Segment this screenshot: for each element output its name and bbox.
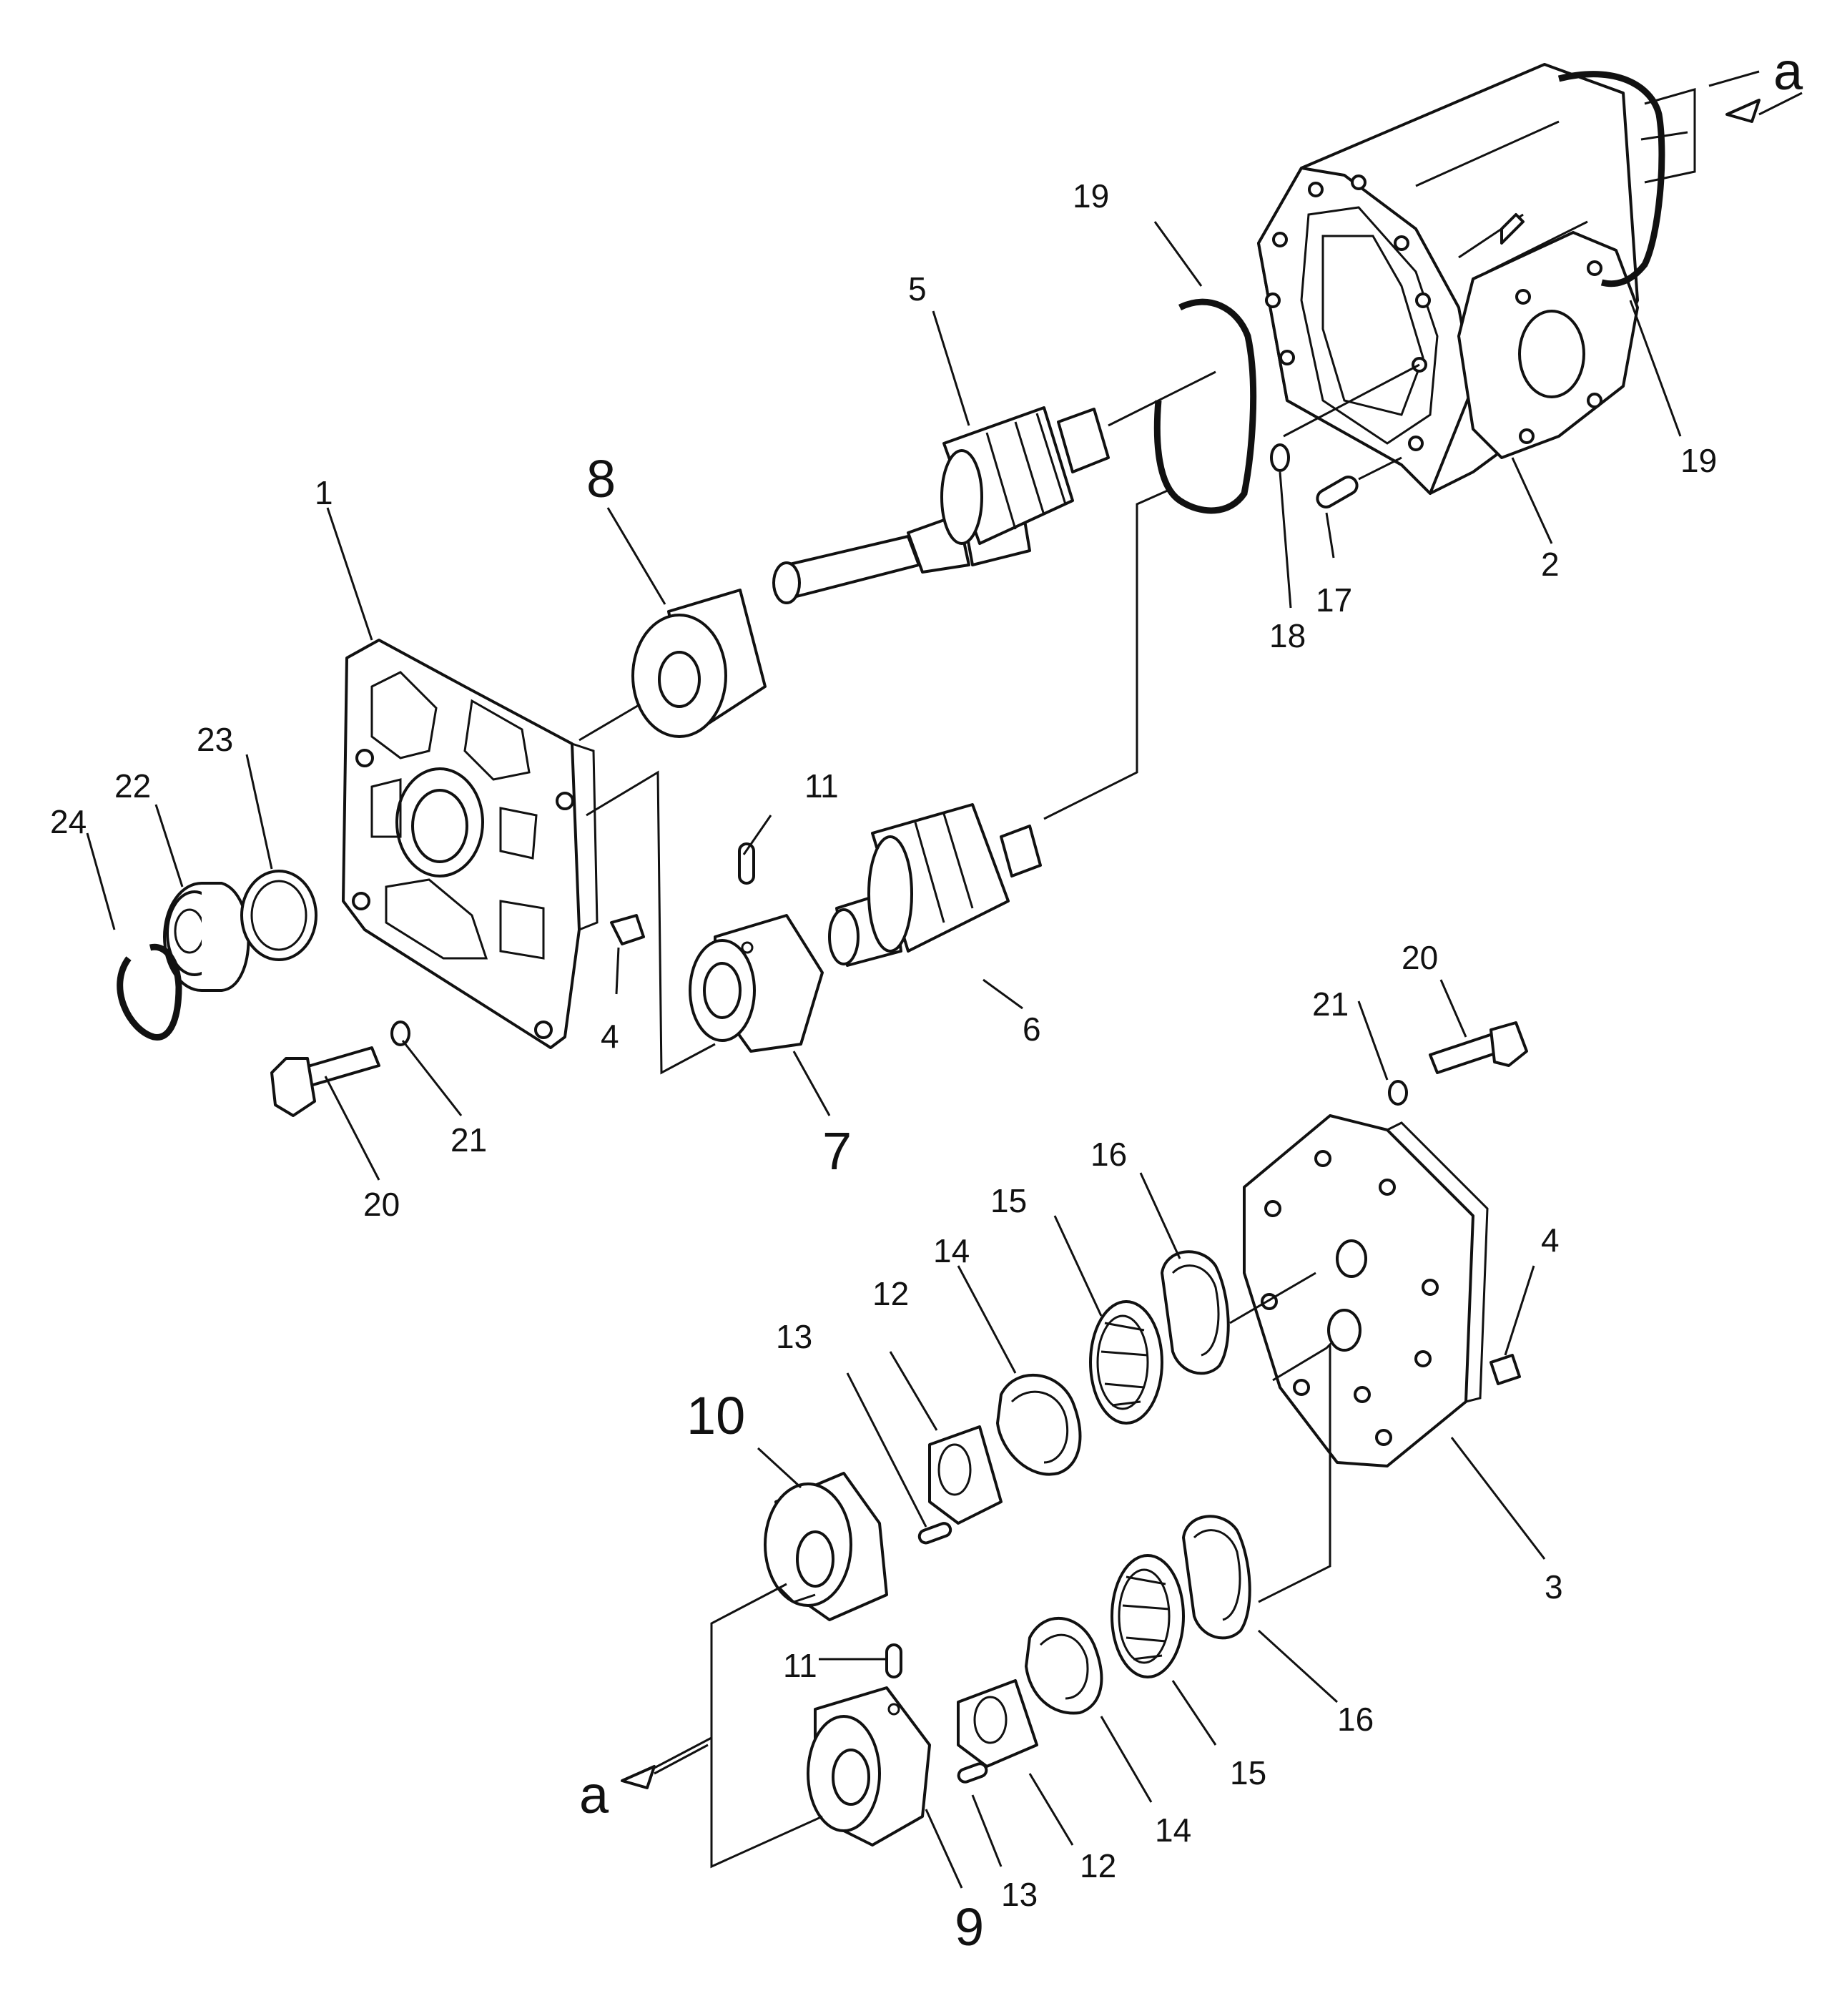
part-plug-4-upper: [610, 914, 645, 945]
callout-5: 5: [908, 270, 927, 308]
callout-23: 23: [197, 721, 233, 758]
marker-a-top: a: [1773, 41, 1803, 101]
callout-21-right: 21: [1312, 985, 1349, 1023]
part-seal-14-lower: [1025, 1616, 1103, 1715]
part-bearing-block-10: [764, 1472, 888, 1621]
part-front-cover: [342, 639, 599, 1049]
part-washer-18: [1270, 443, 1290, 472]
part-gasket-12-upper: [928, 1425, 1003, 1525]
callout-13-upper: 13: [776, 1318, 812, 1355]
part-backup-ring-15-lower: [1111, 1554, 1185, 1678]
arrow-a-bottom: [621, 1765, 656, 1789]
part-gasket-12-lower: [957, 1679, 1038, 1768]
part-pin-11-upper: [738, 842, 755, 885]
callout-2: 2: [1541, 546, 1560, 583]
callout-16-lower: 16: [1337, 1701, 1374, 1738]
callout-12-upper: 12: [872, 1275, 909, 1312]
callout-13-lower: 13: [1001, 1876, 1038, 1913]
part-seal-16-upper: [1161, 1250, 1230, 1375]
part-bearing-block-7: [689, 914, 824, 1053]
callout-17: 17: [1316, 581, 1352, 619]
callout-11-upper: 11: [804, 767, 839, 805]
callout-19-right: 19: [1680, 442, 1717, 479]
callout-18: 18: [1269, 617, 1306, 654]
part-pump-body: [1257, 63, 1696, 495]
part-pin-17: [1316, 476, 1359, 508]
part-plug-4-lower: [1489, 1354, 1521, 1385]
part-bolt-20-left: [270, 1046, 380, 1117]
axis-lines: [578, 70, 1760, 1869]
callout-labels: 1 2 3 4 4 5 6 7 8 9 10 11 11 12 12 13 13…: [50, 41, 1803, 1957]
callout-14-upper: 14: [933, 1232, 970, 1269]
callout-10: 10: [686, 1386, 745, 1445]
part-pin-11-lower: [885, 1643, 902, 1678]
callout-4-lower: 4: [1541, 1221, 1560, 1259]
part-seal-16-lower: [1182, 1515, 1251, 1640]
callout-24: 24: [50, 803, 87, 840]
part-rear-cover: [1243, 1114, 1489, 1467]
part-snap-ring-24: [117, 943, 182, 1041]
part-driven-gear: [828, 803, 1042, 967]
part-bolt-20-right: [1429, 1021, 1528, 1074]
callout-11-lower: 11: [783, 1647, 817, 1684]
callout-6: 6: [1023, 1011, 1041, 1048]
callout-22: 22: [114, 767, 151, 805]
part-drive-gear-shaft: [772, 406, 1110, 604]
callout-20-right: 20: [1402, 939, 1438, 976]
callout-21-left: 21: [450, 1121, 487, 1159]
part-o-ring-19-rear: [1557, 71, 1665, 287]
part-backup-ring-15-upper: [1089, 1300, 1163, 1425]
callout-8: 8: [586, 449, 616, 508]
part-seal-14-upper: [996, 1373, 1082, 1476]
part-washer-21-left: [390, 1021, 410, 1046]
part-o-ring-19-front: [1153, 298, 1257, 514]
part-bearing-block-9: [807, 1686, 931, 1847]
callout-4-upper: 4: [601, 1018, 619, 1055]
callout-15-upper: 15: [990, 1182, 1027, 1219]
callout-3: 3: [1545, 1568, 1563, 1606]
callout-16-upper: 16: [1090, 1136, 1127, 1173]
part-bushing-8: [631, 589, 767, 738]
part-pin-13-upper: [917, 1522, 952, 1545]
callout-9: 9: [955, 1897, 984, 1957]
part-pin-13-lower: [957, 1762, 988, 1784]
callout-15-lower: 15: [1230, 1754, 1266, 1791]
callout-1: 1: [315, 474, 333, 511]
callout-19-left: 19: [1073, 177, 1109, 215]
arrow-a-top: [1725, 99, 1761, 123]
callout-20-left: 20: [363, 1186, 400, 1223]
callout-12-lower: 12: [1080, 1847, 1116, 1884]
leader-lines: [86, 221, 1682, 1889]
marker-a-bottom: a: [579, 1765, 609, 1824]
part-washer-21-right: [1388, 1080, 1408, 1106]
part-seal-23: [240, 870, 317, 961]
callout-14-lower: 14: [1155, 1811, 1191, 1849]
callout-7: 7: [822, 1121, 852, 1181]
part-bearing-22: [163, 882, 250, 992]
